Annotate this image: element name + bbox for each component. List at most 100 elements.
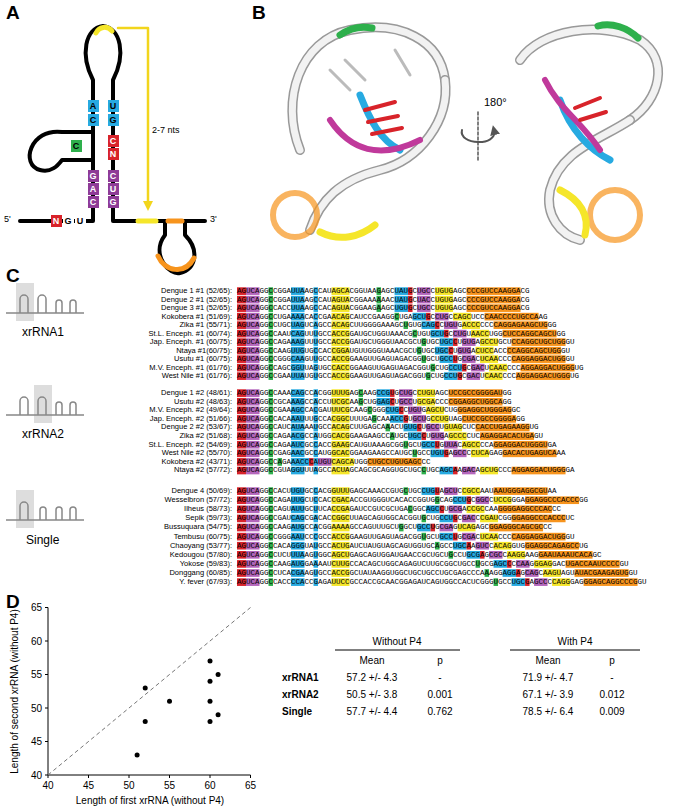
table-cell: 78.5 +/- 6.4 — [523, 706, 574, 717]
nucleotide-letter: G — [108, 114, 119, 126]
table-cell: xrRNA1 — [282, 672, 319, 683]
virus-name: Dengue 1 #2 (48/61): — [161, 389, 232, 397]
table-cell: - — [438, 672, 441, 683]
virus-name: M.V. Enceph. #1 (61/76): — [149, 364, 232, 372]
rna-schematic — [20, 26, 205, 273]
sequence: AGUCAGGCCAGAUUGCUCCACCGACACCGUGGGUCACACC… — [237, 496, 588, 504]
structure-ribbon — [598, 25, 638, 38]
virus-name: West Nile #1 (61/76): — [162, 372, 232, 380]
rna-schematic — [96, 27, 112, 33]
structure-ribbon — [462, 130, 495, 142]
rna-schematic — [158, 256, 194, 269]
scatter-plot — [216, 712, 221, 717]
sequence: AGUCAGGCCAGAAAGUUUGCCACCGGAUGCUGGGUAACGC… — [237, 338, 575, 346]
scatter-plot — [135, 752, 140, 757]
sequence: AGUCAGGCCAUCAUAAAUGCCACAGCUUGAGCAAACUGUG… — [237, 423, 539, 431]
structure-ribbon — [310, 80, 446, 230]
structure-ribbon — [320, 225, 375, 237]
tick-label: 65 — [31, 602, 42, 613]
sequence: AGUCAGGCCGCAAAGCCACCUUCGCAAGCUGGAGCUGCCU… — [237, 398, 512, 406]
nucleotide-letter: U — [108, 100, 119, 112]
nucleotide-letter: N — [51, 215, 62, 227]
structure-ribbon — [330, 50, 410, 90]
virus-name: Ntaya #1(60/75): — [176, 347, 232, 355]
scatter-plot — [335, 650, 640, 651]
nucleotide-letter: N — [108, 148, 119, 160]
sequence: AGUCAGGCCUGCUAGUCAGCCACAGCUUGGGGAAAGCUGU… — [237, 321, 557, 329]
genome-icon — [6, 397, 84, 415]
scatter-plot — [208, 699, 213, 704]
scatter-plot — [48, 608, 251, 776]
genome-icon — [16, 283, 34, 321]
genome-icon — [6, 502, 84, 520]
genome-icon — [34, 385, 52, 423]
table-header: Without P4 — [373, 636, 422, 647]
rna-schematic — [113, 100, 205, 221]
genome-icon — [6, 283, 84, 528]
structure-ribbon — [273, 193, 317, 237]
structure-ribbon — [273, 25, 658, 240]
sequence: AGUCAGGCCGUAGGUUUAGCCACUAGCAGCGCAGGUGCUG… — [237, 466, 575, 474]
table-cell: 67.1 +/- 3.9 — [523, 689, 574, 700]
table-cell: 57.7 +/- 4.4 — [347, 706, 398, 717]
structure-ribbon — [477, 112, 479, 160]
virus-name: Wesselbron (57/72): — [165, 496, 232, 504]
nucleotide-letter: U — [108, 183, 119, 195]
nucleotide-letter: C — [108, 170, 119, 182]
tick-label: 55 — [164, 780, 175, 791]
sequence: AGUCAGGCCAAGAUGGAAAAUCUUGCCACAGCUGGCAGAG… — [237, 560, 629, 568]
sequence: AGUCAGGCCUGAAAACACCGAACAGCAUCCGAAGGCUGAG… — [237, 313, 548, 321]
virus-name: St.L. Enceph. #2 (54/69): — [149, 441, 232, 449]
virus-name: Usutu #1 (60/75): — [174, 355, 232, 363]
scatter-plot — [45, 608, 48, 776]
genome-icon — [16, 490, 34, 528]
structure-ribbon — [520, 30, 658, 120]
table-cell: 0.009 — [599, 706, 624, 717]
sequence: AGUCAGGCCACAAAUUUGCCACGGCUUUGAGCAAACCGUG… — [237, 415, 525, 423]
nucleotide-letter: A — [88, 183, 99, 195]
virus-name: Zika #2 (51/68): — [179, 432, 232, 440]
sequence: AGUCAGGCCAGAAACCCAUGUCAGCAUGGCUGCCUGUGAG… — [237, 458, 431, 466]
nucleotide-letter: A — [88, 100, 99, 112]
sequence: AGUCAGGCCACAGGGUAUGCCACUGAUCUAUGUAGCAGUG… — [237, 542, 588, 550]
virus-name: Chaoyang (53/77): — [170, 542, 232, 550]
virus-name: Sepik (59/73): — [185, 514, 232, 522]
virus-name: Ilheus (58/73): — [184, 505, 232, 513]
sequence: AGUCAGGCCGGAUUAAGCCAUAGCACGGUAAGAGCUAUGC… — [237, 287, 530, 295]
sequence: AGUCAGGCCGGGCAAGUUGCCACCGGAAGUUGAGUAGACG… — [237, 355, 575, 363]
tick-label: 40 — [42, 780, 53, 791]
rna-schematic — [118, 28, 148, 206]
scatter-plot — [208, 679, 213, 684]
panel-letter: C — [6, 266, 20, 287]
virus-name: Donggang (60/85): — [169, 569, 232, 577]
table-cell: 0.001 — [427, 689, 452, 700]
virus-name: Jap. Enceph. #1 (60/75): — [150, 338, 232, 346]
group-label: xrRNA2 — [22, 428, 64, 441]
sequence: AGUCAGGCCGAAAGCCACGAUUUCGCAAGCGGGCUGCCUG… — [237, 406, 521, 414]
tick-label: 50 — [123, 780, 134, 791]
virus-name: Kokobera #1 (51/69): — [162, 313, 232, 321]
virus-name: Ntaya #2 (57/72): — [174, 466, 232, 474]
nucleotide-letter: C — [108, 135, 119, 147]
end-label: 5' — [4, 215, 11, 225]
sequence: AGUCAGGCCGAAUUAUGUGCCACCGGAAGUUGAGUAGACG… — [237, 372, 579, 380]
sequence: AGUCAGGCCACUUGUGCCACGGUUUGAGCAAACCGUGCUG… — [237, 487, 557, 495]
scatter-plot — [135, 659, 221, 758]
table-header: p — [437, 655, 443, 666]
genome-icon — [6, 295, 84, 313]
tick-label: 50 — [31, 703, 42, 714]
virus-name: Tembusu (60/75): — [174, 533, 232, 541]
tick-label: 55 — [31, 669, 42, 680]
structure-ribbon — [520, 30, 658, 120]
rna-schematic — [168, 219, 182, 224]
panel-letter: A — [6, 3, 20, 24]
virus-name: Dengue 3 #1 (52/65): — [161, 304, 232, 312]
table-cell: 71.9 +/- 4.7 — [523, 672, 574, 683]
virus-name: West Nile #2 (55/70): — [162, 449, 232, 457]
scatter-plot — [143, 719, 148, 724]
sequence: AGUCAGGCCAGAACGCCAUGGCACGGAAGAAGCCAUGCUG… — [237, 432, 543, 440]
scatter-plot — [216, 672, 221, 677]
structure-ribbon — [292, 27, 445, 150]
virus-name: Usutu #2 (48/63): — [174, 398, 232, 406]
